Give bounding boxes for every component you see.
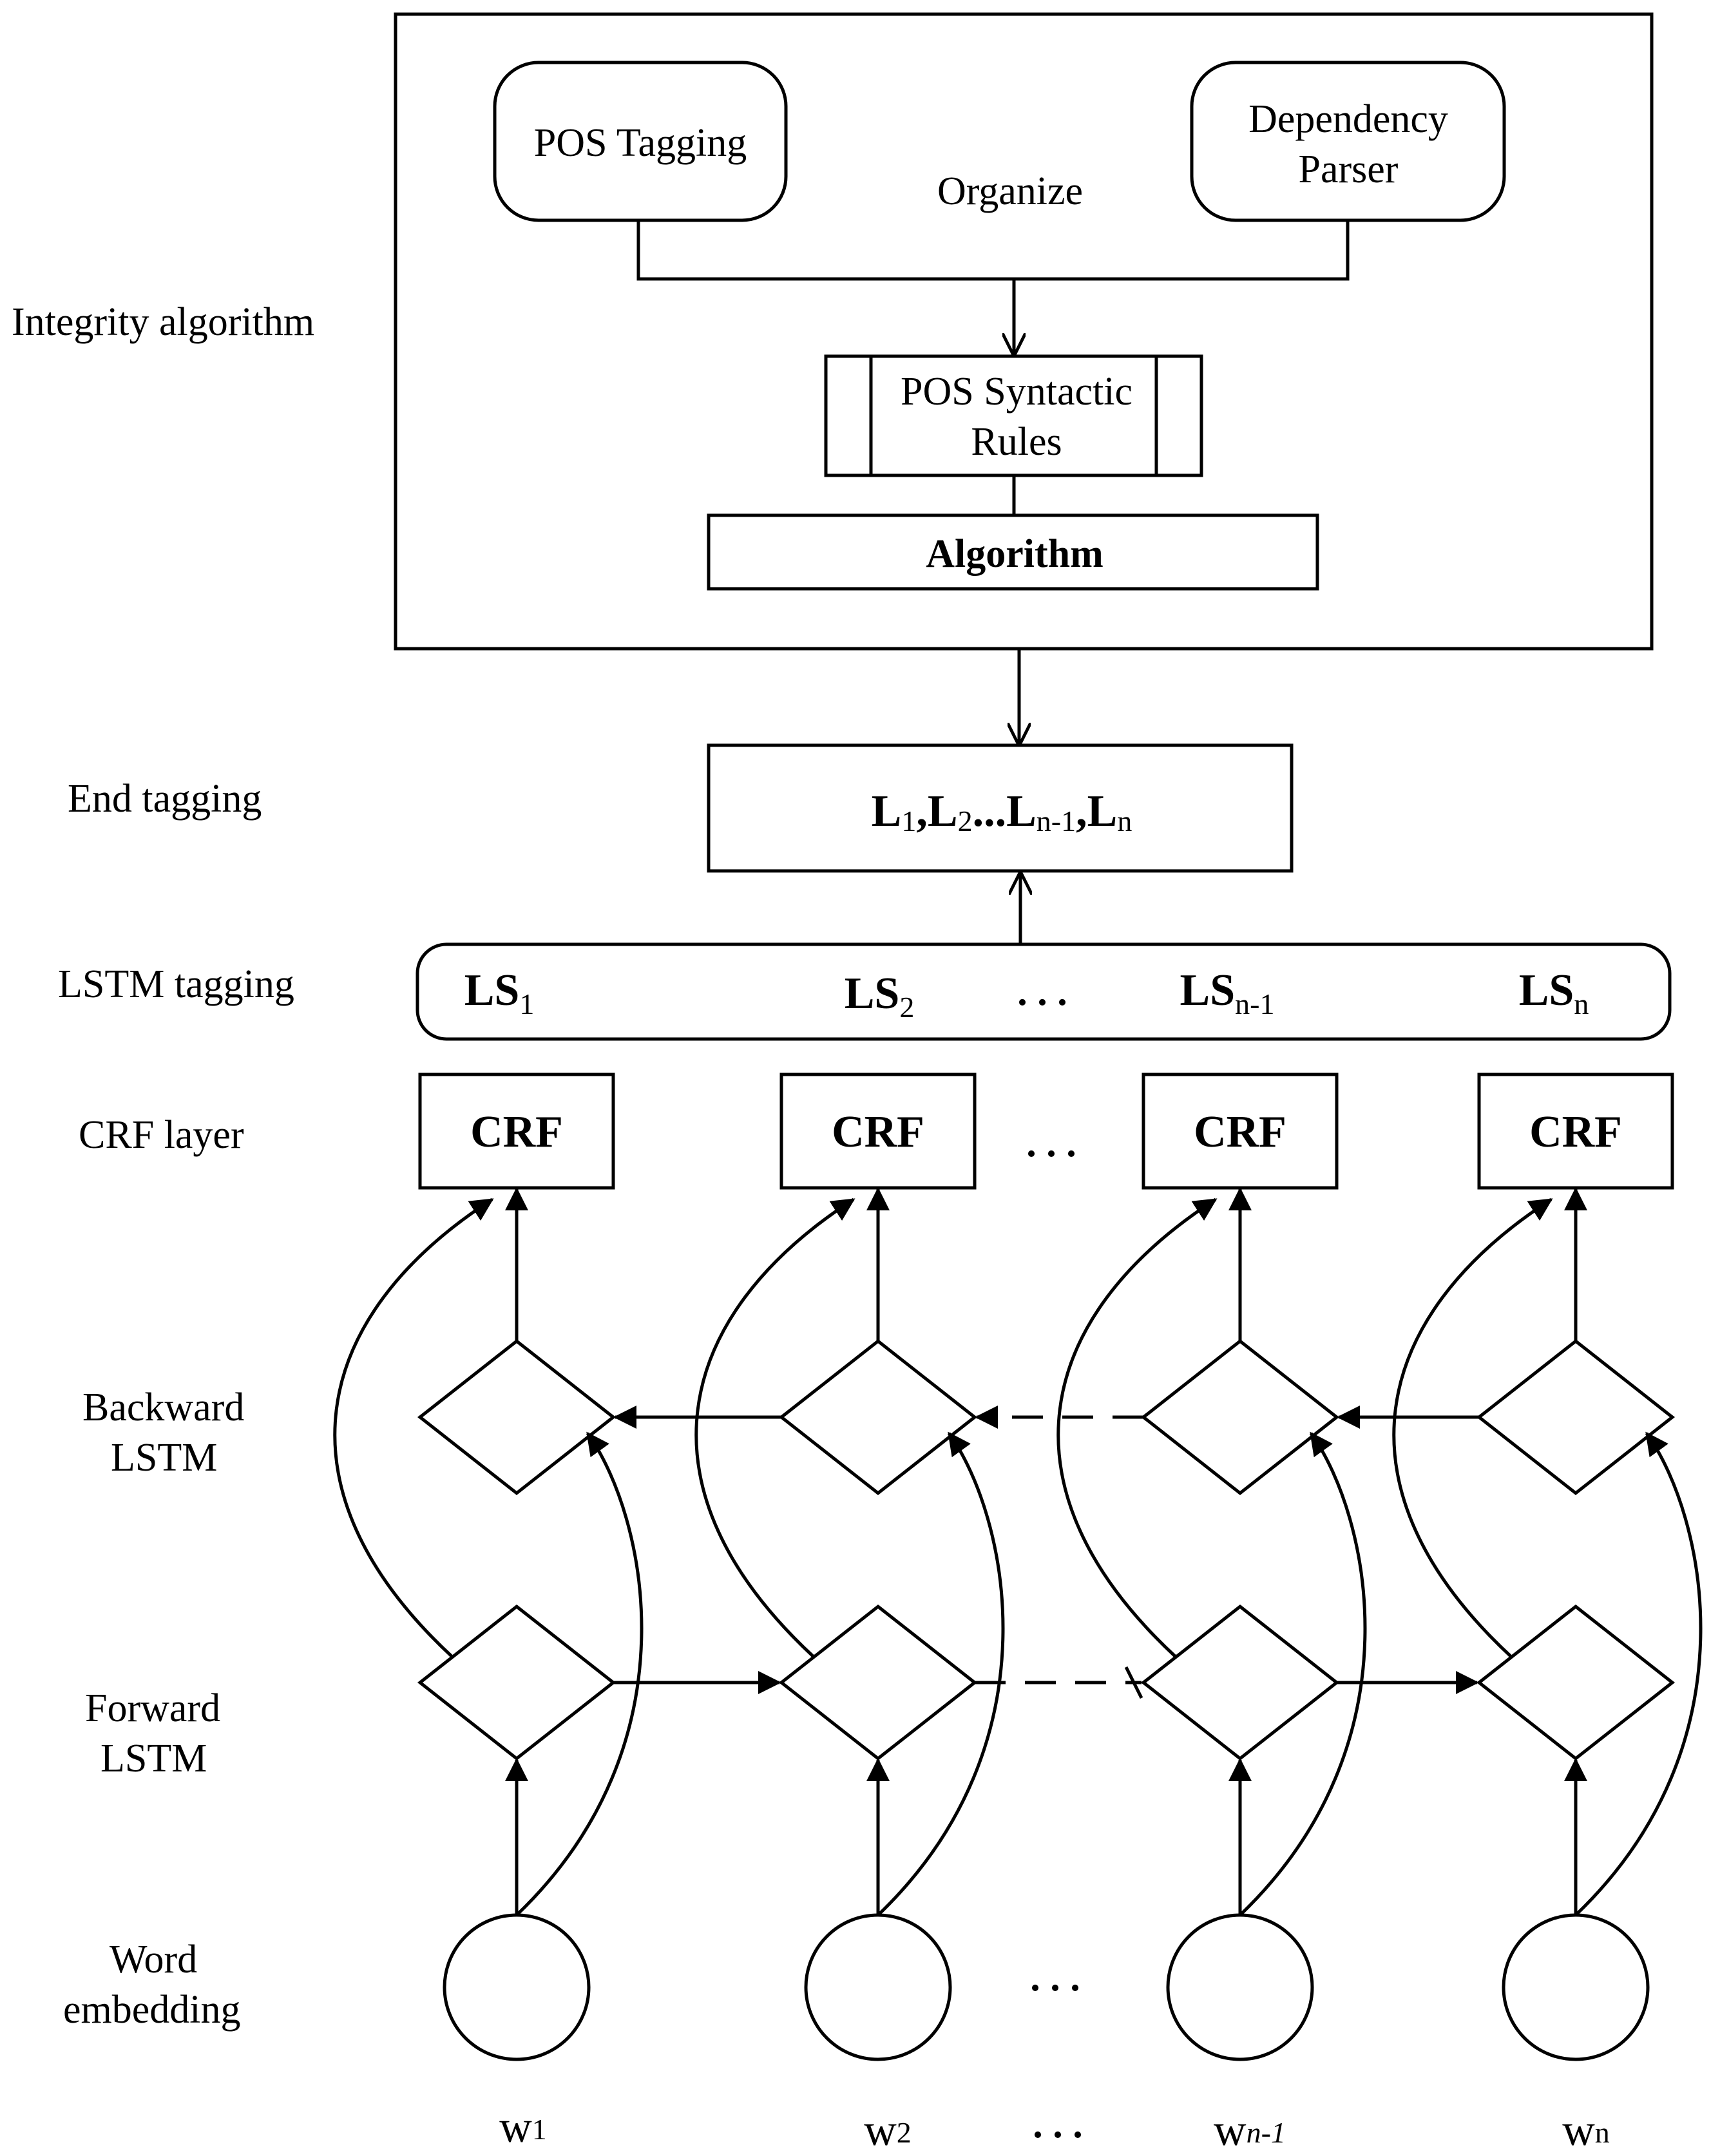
pos-tagging-box — [493, 61, 788, 222]
label-crf-layer: CRF layer — [79, 1113, 244, 1157]
label-backward-lstm-2: LSTM — [111, 1436, 217, 1480]
embed-to-backward-arrow-4 — [1574, 1431, 1703, 1916]
embedding-circle-1 — [443, 1913, 591, 2061]
end-tagging-box — [707, 743, 1294, 873]
word-n: wn — [1562, 2106, 1610, 2155]
embed-to-backward-arrow-3 — [1239, 1431, 1367, 1916]
ls-n: LSn — [1519, 966, 1589, 1020]
crf-layer: CRF CRF CRF CRF — [418, 1073, 1674, 1190]
ls-2: LS2 — [845, 969, 915, 1024]
pos-tagging-text: POS Tagging — [534, 121, 747, 165]
embed-to-backward-arrow-2 — [877, 1431, 1005, 1916]
ls-1: LS1 — [464, 966, 535, 1020]
label-lstm-tagging: LSTM tagging — [58, 962, 294, 1006]
embed-to-backward-arrow-1 — [515, 1431, 644, 1916]
forward-lstm-diamond-2 — [778, 1604, 978, 1761]
backward-lstm-diamond-2 — [778, 1339, 978, 1496]
crf-ellipsis: . . . — [1026, 1121, 1076, 1165]
backward-lstm-diamond-3 — [1140, 1339, 1340, 1496]
forward-to-crf-arrow-2 — [694, 1197, 855, 1658]
word-2: w2 — [864, 2106, 912, 2155]
forward-lstm-diamond-4 — [1476, 1604, 1676, 1761]
lstm-columns — [333, 1187, 1703, 2061]
label-end-tagging: End tagging — [68, 777, 262, 821]
forward-lstm-diamond-3 — [1140, 1604, 1340, 1761]
lstm-tagging-ellipsis: . . . — [1017, 970, 1067, 1014]
words-ellipsis: . . . — [1033, 2103, 1083, 2146]
label-word-embedding-1: Word — [110, 1938, 197, 1981]
crf-text-3: CRF — [1194, 1107, 1286, 1157]
embedding-ellipsis: . . . — [1030, 1956, 1080, 1999]
dependency-parser-text-2: Parser — [1299, 148, 1399, 191]
embedding-circle-3 — [1166, 1913, 1314, 2061]
backward-lstm-diamond-4 — [1476, 1339, 1676, 1496]
end-tagging-labels: L1,L2...Ln-1,Ln — [872, 787, 1132, 837]
forward-to-crf-arrow-1 — [333, 1197, 494, 1658]
organize-text: Organize — [937, 169, 1083, 213]
crf-text-1: CRF — [470, 1107, 563, 1157]
algorithm-text: Algorithm — [926, 532, 1104, 576]
lstm-tagging-box — [416, 942, 1672, 1041]
label-integrity-algorithm: Integrity algorithm — [12, 300, 314, 344]
embedding-circle-2 — [804, 1913, 952, 2061]
label-forward-lstm-2: LSTM — [100, 1737, 207, 1780]
label-forward-lstm-1: Forward — [85, 1686, 220, 1730]
integrity-algorithm-frame — [394, 12, 1654, 651]
embedding-circle-4 — [1502, 1913, 1650, 2061]
backward-lstm-diamond-1 — [417, 1339, 616, 1496]
label-word-embedding-2: embedding — [63, 1988, 241, 2032]
dependency-parser-text-1: Dependency — [1248, 97, 1448, 141]
pos-syntactic-rules-text-1: POS Syntactic — [901, 370, 1132, 414]
word-n-1: wn-1 — [1214, 2106, 1286, 2155]
crf-text-2: CRF — [832, 1107, 924, 1157]
forward-to-crf-arrow-4 — [1392, 1197, 1553, 1658]
label-backward-lstm-1: Backward — [82, 1386, 244, 1429]
word-1: w1 — [499, 2103, 547, 2152]
forward-lstm-diamond-1 — [417, 1604, 616, 1761]
crf-text-4: CRF — [1529, 1107, 1622, 1157]
forward-to-crf-arrow-3 — [1056, 1197, 1218, 1658]
dependency-parser-box — [1190, 61, 1506, 222]
algorithm-box — [707, 513, 1319, 591]
organize-connector — [636, 220, 1350, 281]
pos-syntactic-rules-text-2: Rules — [971, 420, 1062, 464]
ls-n-1: LSn-1 — [1180, 966, 1275, 1020]
